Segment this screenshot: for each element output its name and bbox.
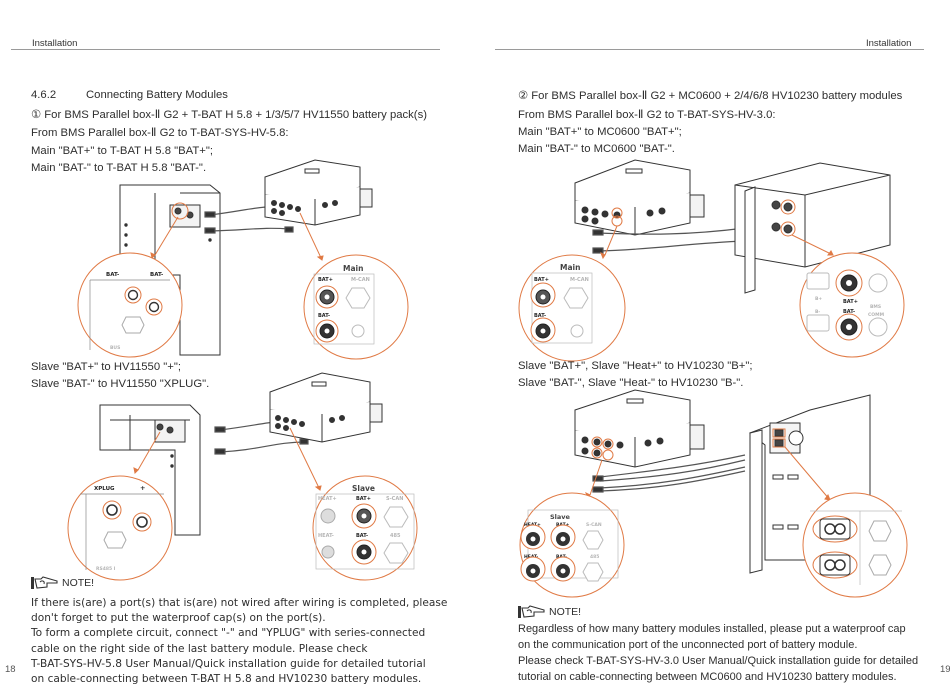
port-label: BAT- xyxy=(356,533,368,539)
slave-line: Slave "BAT+" to HV11550 "+"; xyxy=(31,361,182,373)
mc0600-illustration xyxy=(734,162,891,294)
port-label: BAT- xyxy=(534,313,546,319)
section-title: Connecting Battery Modules xyxy=(86,89,228,101)
port-label: BAT+ xyxy=(318,277,333,283)
port-label: HEAT+ xyxy=(318,496,337,502)
battery-port-callout: XPLUG + RS485 I xyxy=(67,475,173,581)
battery-port-callout: BAT- BAT- BUS xyxy=(77,252,183,358)
box-main-port-callout: Main BAT+ M-CAN BAT- xyxy=(518,254,626,362)
port-label: BAT+ xyxy=(534,277,549,283)
page-number: 18 xyxy=(5,664,16,675)
battery-tower-illustration xyxy=(99,404,201,536)
diagram-main-mc0600: Main BAT+ M-CAN BAT- B+ BAT+ BMS B- BAT-… xyxy=(518,159,905,362)
note-line: cable on the right side of the last batt… xyxy=(31,642,368,655)
header-rule xyxy=(495,49,924,50)
main-line: Main "BAT+" to T-BAT H 5.8 "BAT+"; xyxy=(31,145,214,157)
section-number: 4.6.2 xyxy=(31,89,57,101)
port-label: BAT- xyxy=(318,313,330,319)
port-label: BAT- xyxy=(843,309,855,315)
note-heading: NOTE! xyxy=(31,576,94,590)
note-line: tutorial on cable-connecting between MC0… xyxy=(518,671,897,683)
hv10230-port-callout xyxy=(802,492,908,598)
port-label: + xyxy=(140,484,145,492)
diagram-main-connection: BAT- BAT- BUS Main BAT+ M-CAN BAT- xyxy=(77,159,409,360)
port-label: RS485 I xyxy=(96,566,116,572)
port-label: BMS xyxy=(870,304,881,310)
port-label: B- xyxy=(815,309,820,315)
mc0600-port-callout: B+ BAT+ BMS B- BAT- COMM xyxy=(799,252,905,358)
running-head: Installation xyxy=(32,38,78,49)
bms-parallel-box-illustration xyxy=(574,159,705,236)
main-line: Main "BAT+" to MC0600 "BAT+"; xyxy=(518,126,682,138)
note-line: To form a complete circuit, connect "-" … xyxy=(31,627,426,640)
callout-title: Slave xyxy=(352,484,375,493)
slave-line: Slave "BAT-" to HV11550 "XPLUG". xyxy=(31,378,210,390)
port-label: B+ xyxy=(815,296,822,302)
cables xyxy=(592,227,746,254)
port-label: BAT- xyxy=(106,272,119,278)
main-line: Main "BAT-" to T-BAT H 5.8 "BAT-". xyxy=(31,162,207,174)
note-line: Please check T-BAT-SYS-HV-3.0 User Manua… xyxy=(518,655,919,667)
port-label: BAT+ xyxy=(843,299,858,305)
port-label: 485 xyxy=(390,533,401,539)
header-rule xyxy=(11,49,440,50)
diagram-slave-hv10230: Slave HEAT+ BAT+ S-CAN HEAT- BAT- 485 xyxy=(519,389,908,598)
bms-parallel-box-illustration xyxy=(574,389,705,468)
port-label: HEAT- xyxy=(318,533,334,539)
callout-title: Main xyxy=(560,263,580,272)
port-label: M-CAN xyxy=(351,277,370,283)
note-label: NOTE! xyxy=(549,606,582,618)
slave-line: Slave "BAT-", Slave "Heat-" to HV10230 "… xyxy=(518,377,744,389)
page-18: Installation 4.6.2 Connecting Battery Mo… xyxy=(5,38,447,687)
bms-parallel-box-illustration xyxy=(269,372,383,443)
port-label: BUS xyxy=(110,345,120,351)
box-main-port-callout: Main BAT+ M-CAN BAT- xyxy=(303,254,409,360)
note-line: don't forget to put the waterproof cap(s… xyxy=(31,612,326,625)
note-body: Regardless of how many battery modules i… xyxy=(518,621,918,685)
port-label: 485 xyxy=(590,554,599,560)
note-label: NOTE! xyxy=(62,577,95,589)
pointing-hand-icon xyxy=(518,605,545,618)
diagram-slave-connection: XPLUG + RS485 I Slave HEAT+ BAT+ S-CAN H… xyxy=(67,372,418,581)
main-intro: From BMS Parallel box-Ⅱ G2 to T-BAT-SYS-… xyxy=(31,127,289,139)
bms-parallel-box-illustration xyxy=(264,159,373,226)
note-line: Regardless of how many battery modules i… xyxy=(518,623,906,635)
main-line: Main "BAT-" to MC0600 "BAT-". xyxy=(518,143,675,155)
slave-line: Slave "BAT+", Slave "Heat+" to HV10230 "… xyxy=(518,360,753,372)
note-line: on cable-connecting between T-BAT H 5.8 … xyxy=(31,673,422,686)
note-line: If there is(are) a port(s) that is(are) … xyxy=(31,597,448,609)
note-line: T-BAT-SYS-HV-5.8 User Manual/Quick insta… xyxy=(31,657,426,670)
cables xyxy=(592,454,746,493)
note-heading: NOTE! xyxy=(518,605,581,619)
case-heading: ② For BMS Parallel box-Ⅱ G2 + MC0600 + 2… xyxy=(518,90,903,102)
port-label: XPLUG xyxy=(94,486,115,492)
page-19: Installation ② For BMS Parallel box-Ⅱ G2… xyxy=(475,0,950,690)
port-label: COMM xyxy=(868,312,885,318)
case-heading: ① For BMS Parallel box-Ⅱ G2 + T-BAT H 5.… xyxy=(31,109,427,121)
port-label: BAT+ xyxy=(356,496,371,502)
box-slave-port-callout: Slave HEAT+ BAT+ S-CAN HEAT- BAT- 485 xyxy=(312,475,418,581)
port-label: BAT- xyxy=(150,272,163,278)
port-label: S-CAN xyxy=(586,522,602,528)
pointing-hand-icon xyxy=(31,576,58,589)
box-slave-port-callout: Slave HEAT+ BAT+ S-CAN HEAT- BAT- 485 xyxy=(519,492,625,598)
note-body: If there is(are) a port(s) that is(are) … xyxy=(31,596,447,687)
port-label: M-CAN xyxy=(570,277,589,283)
running-head: Installation xyxy=(866,38,912,49)
port-label: S-CAN xyxy=(386,496,403,502)
callout-title: Main xyxy=(343,264,363,273)
page-number: 19 xyxy=(940,664,950,675)
callout-title: Slave xyxy=(550,513,571,521)
main-intro: From BMS Parallel box-Ⅱ G2 to T-BAT-SYS-… xyxy=(518,109,776,121)
note-line: on the communication port of the unconne… xyxy=(518,639,858,651)
